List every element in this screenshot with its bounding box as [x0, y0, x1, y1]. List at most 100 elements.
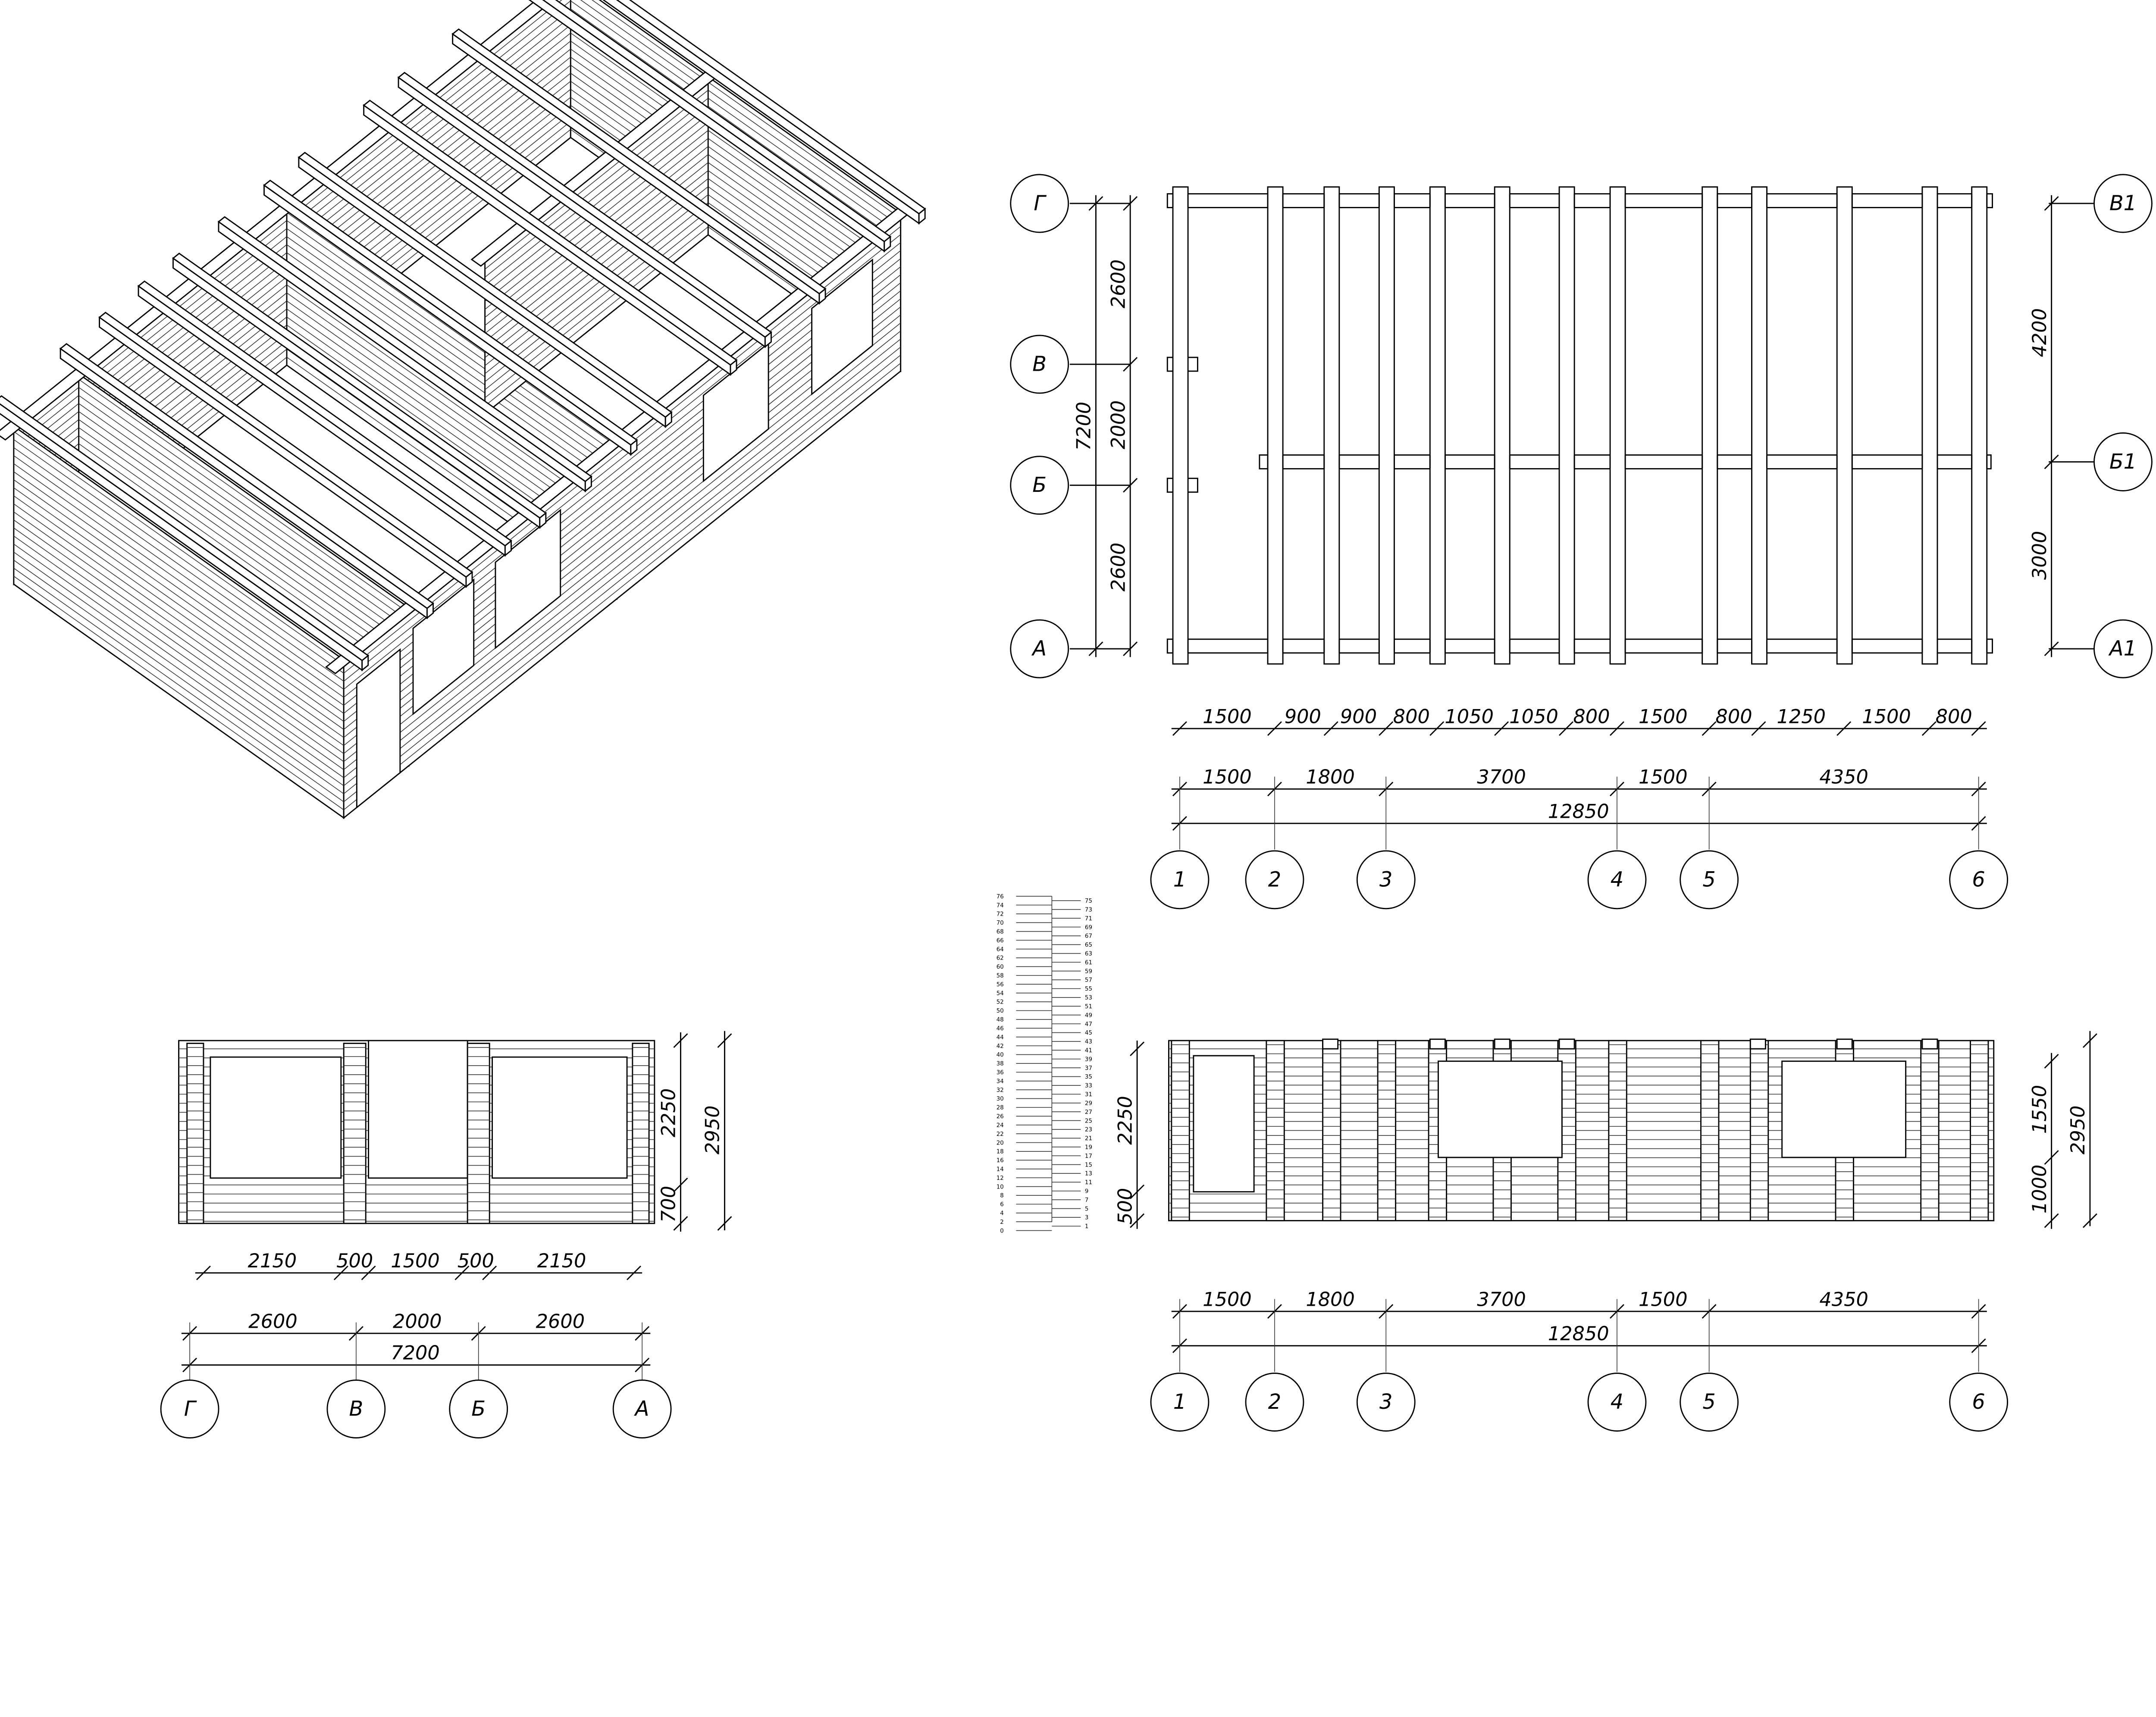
window-opening [1438, 1060, 1563, 1158]
opening-right [492, 1056, 628, 1179]
dimension-tick [1088, 196, 1103, 211]
log-number-even: 36 [997, 1070, 1004, 1076]
dimension-tick [2044, 641, 2059, 657]
dimension-tick [673, 1216, 688, 1231]
log-course [13, 471, 344, 706]
dimension-label: 3700 [1477, 766, 1526, 788]
axis-label: 6 [1972, 1390, 1985, 1414]
dimension-tick [2044, 1213, 2059, 1228]
log-course [485, 114, 708, 294]
dimension-label: 2600 [248, 1310, 298, 1332]
axis-marker-bottom [1949, 850, 2009, 910]
dimension-label: 2600 [1107, 260, 1129, 309]
rafter-end [1494, 1038, 1510, 1050]
corner-post [186, 1042, 204, 1224]
dimension-tick [1751, 721, 1766, 736]
axis-marker-bottom [1150, 850, 1210, 910]
log-number-even: 40 [997, 1052, 1004, 1058]
axis-label: Б [1032, 473, 1047, 497]
log-course [13, 487, 344, 722]
rafter-end [361, 654, 369, 672]
dimension-label: 1550 [2028, 1085, 2051, 1134]
log-number-odd: 3 [1085, 1215, 1089, 1221]
log-number-odd: 19 [1085, 1144, 1092, 1151]
log-number-odd: 45 [1085, 1030, 1092, 1036]
isometric-view [0, 0, 926, 819]
log-course [13, 447, 344, 682]
log-course [78, 419, 409, 654]
log-number-odd: 59 [1085, 968, 1092, 975]
log-number-even: 6 [1000, 1201, 1004, 1208]
log-number-even: 26 [997, 1113, 1004, 1120]
axis-marker-bottom [449, 1379, 508, 1439]
log-number-even: 18 [997, 1149, 1004, 1155]
log-number-even: 54 [997, 990, 1004, 997]
window-opening [811, 258, 873, 396]
log-course [286, 244, 617, 479]
log-course [13, 568, 344, 802]
log-number-even: 70 [997, 920, 1004, 926]
axis-label: Г [184, 1397, 197, 1421]
log-numbering-scheme: 7674727068666462605856545250484644424038… [997, 894, 1092, 1235]
dimension-label: 2150 [248, 1250, 297, 1272]
axis-marker-bottom [1680, 1373, 1739, 1432]
axis-marker-bottom [1587, 850, 1647, 910]
log-number-odd: 69 [1085, 924, 1092, 931]
axis-label: Б1 [2109, 450, 2137, 474]
log-number-odd: 51 [1085, 1004, 1092, 1010]
dimension-label: 1800 [1306, 766, 1355, 788]
log-number-even: 46 [997, 1026, 1004, 1032]
log-number-odd: 27 [1085, 1109, 1092, 1116]
dimension-tick [627, 1265, 641, 1280]
dimension-tick [1123, 478, 1138, 493]
dimension-label: 2600 [1107, 543, 1129, 592]
wall-post [1494, 186, 1510, 665]
axis-label: 2 [1268, 1390, 1281, 1414]
log-number-odd: 25 [1085, 1118, 1092, 1124]
log-course [570, 32, 901, 267]
dimension-label: 900 [1340, 705, 1377, 728]
dimension-tick [1123, 641, 1138, 657]
log-number-odd: 1 [1085, 1223, 1089, 1230]
axis-label: Г [1034, 191, 1047, 215]
dimension-label: 4350 [1819, 766, 1868, 788]
axis-label: 5 [1702, 1390, 1715, 1414]
corner-post [1920, 1040, 1940, 1222]
dimension-label: 900 [1285, 705, 1321, 728]
log-number-odd: 5 [1085, 1206, 1089, 1212]
door-opening [356, 648, 401, 809]
log-course [13, 560, 344, 794]
dimension-label: 2250 [1114, 1096, 1136, 1145]
axis-label: В [349, 1397, 363, 1421]
dimension-total: 12850 [1548, 800, 1609, 823]
log-number-odd: 21 [1085, 1135, 1092, 1142]
dimension-tick [2082, 1213, 2097, 1228]
axis-label: 4 [1611, 1390, 1623, 1414]
axis-marker-bottom [160, 1379, 219, 1439]
dimension-label: 1050 [1445, 705, 1494, 728]
wall-post [1921, 186, 1938, 665]
dimension-total: 7200 [391, 1342, 440, 1364]
wall-post [1323, 186, 1340, 665]
log-number-even: 4 [1000, 1210, 1004, 1217]
dimension-label: 1800 [1306, 1288, 1355, 1310]
log-number-odd: 11 [1085, 1179, 1092, 1186]
log-number-odd: 15 [1085, 1162, 1092, 1168]
log-course [13, 495, 344, 730]
dimension-label: 2000 [1107, 400, 1129, 450]
log-course [485, 194, 708, 374]
corner-post [1266, 1040, 1285, 1222]
log-number-odd: 49 [1085, 1012, 1092, 1019]
corner-post [1608, 1040, 1627, 1222]
log-course [13, 535, 344, 770]
log-number-even: 30 [997, 1096, 1004, 1102]
corner-post [1970, 1040, 1989, 1222]
log-number-even: 44 [997, 1034, 1004, 1041]
dimension-tick [1267, 721, 1282, 736]
rafter-end [1836, 1038, 1853, 1050]
log-number-even: 34 [997, 1078, 1004, 1085]
dimension-label: 4200 [2028, 308, 2051, 357]
log-number-odd: 53 [1085, 995, 1092, 1001]
dimension-tick [717, 1216, 732, 1231]
